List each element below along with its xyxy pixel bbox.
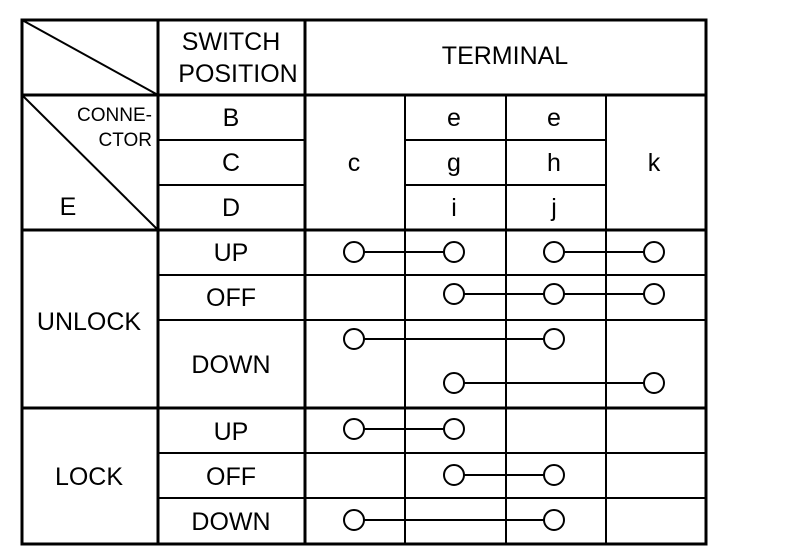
connector-diagonal (21, 94, 159, 231)
continuity-node (343, 418, 365, 440)
mode-lock: LOCK (55, 463, 123, 491)
terminal-g: g (447, 149, 461, 177)
continuity-node (443, 241, 465, 263)
continuity-node (443, 283, 465, 305)
continuity-node (643, 283, 665, 305)
continuity-node (543, 241, 565, 263)
terminal-e2: e (547, 104, 561, 132)
continuity-node (543, 509, 565, 531)
switch-position-line1: SWITCH (182, 28, 281, 56)
continuity-node (443, 464, 465, 486)
continuity-node (543, 283, 565, 305)
continuity-node (543, 464, 565, 486)
continuity-node (343, 241, 365, 263)
continuity-node (543, 328, 565, 350)
continuity-node (443, 418, 465, 440)
terminal-i: i (451, 194, 457, 222)
table-border (20, 18, 708, 546)
unlock-up-label: UP (214, 239, 249, 267)
switch-position-line2: POSITION (178, 60, 297, 88)
unlock-down-label: DOWN (191, 351, 270, 379)
continuity-node (643, 372, 665, 394)
lock-down-label: DOWN (191, 508, 270, 536)
connector-b: B (223, 104, 240, 132)
connector-d: D (222, 194, 240, 222)
connector-e-label: E (60, 193, 77, 221)
terminal-j: j (550, 194, 557, 222)
terminal-heading: TERMINAL (442, 42, 569, 70)
continuity-node (643, 241, 665, 263)
connector-c: C (222, 149, 240, 177)
unlock-off-label: OFF (206, 284, 256, 312)
connector-label-line1: CONNE- (77, 105, 152, 126)
header-diagonal (21, 19, 159, 96)
terminal-c: c (348, 149, 361, 177)
connector-label-line2: CTOR (99, 130, 152, 151)
terminal-h: h (547, 149, 561, 177)
continuity-node (443, 372, 465, 394)
terminal-e1: e (447, 104, 461, 132)
continuity-links (343, 241, 665, 531)
mode-unlock: UNLOCK (37, 308, 142, 336)
continuity-node (343, 509, 365, 531)
continuity-node (343, 328, 365, 350)
lock-up-label: UP (214, 418, 249, 446)
terminal-k: k (648, 149, 661, 177)
lock-off-label: OFF (206, 463, 256, 491)
